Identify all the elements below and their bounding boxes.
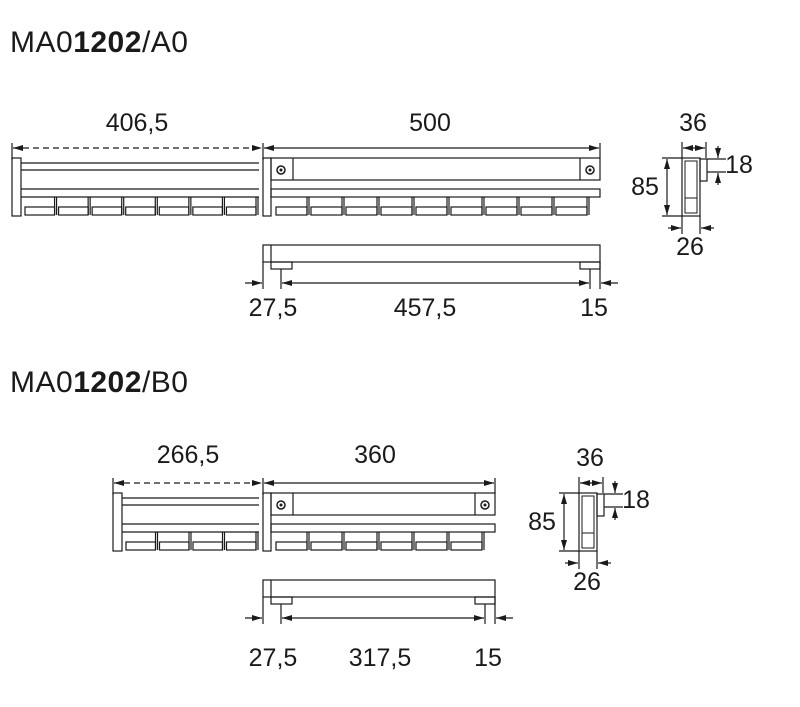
main-end-plate (262, 157, 272, 217)
dim-width: 36 (679, 109, 707, 137)
screw-center-icon (483, 503, 487, 507)
side-inner (581, 495, 595, 549)
hook (310, 541, 343, 551)
hook (485, 206, 518, 216)
main-rail (270, 188, 601, 198)
dim-depth: 26 (573, 568, 601, 596)
hook (91, 206, 123, 216)
screw-icon (276, 165, 286, 175)
hook (158, 541, 190, 551)
hook (380, 541, 413, 551)
dim-extension: 266,5 (157, 441, 220, 469)
hook (192, 541, 224, 551)
dim-width: 36 (576, 444, 604, 472)
hook (125, 206, 156, 216)
left-foot (270, 261, 293, 270)
dim-top: 18 (725, 151, 753, 179)
hook (380, 206, 413, 216)
hook (450, 206, 483, 216)
dim-right-offset: 15 (474, 644, 502, 672)
dim-depth: 26 (676, 233, 704, 261)
title-prefix: MA0 (10, 26, 74, 59)
hook (415, 541, 448, 551)
hook (310, 206, 343, 216)
hook (275, 541, 308, 551)
hook (345, 206, 378, 216)
dim-top: 18 (622, 486, 650, 514)
hook (275, 206, 308, 216)
screw-center-icon (279, 503, 283, 507)
side-hook (699, 158, 708, 182)
hook (520, 206, 553, 216)
hook (158, 206, 190, 216)
title-bold: 1202 (73, 366, 142, 399)
dim-extension: 406,5 (106, 109, 169, 137)
hook (225, 541, 257, 551)
screw-icon (480, 500, 490, 510)
drawing-variant-a0: 406,5 500 36 85 18 26 27,5 457,5 15 (11, 109, 753, 322)
left-foot (270, 596, 293, 605)
dim-length: 360 (354, 441, 396, 469)
side-profile (681, 157, 701, 217)
main-top-box (270, 492, 496, 516)
extension-end-plate (112, 492, 123, 552)
hook (57, 206, 89, 216)
bottom-bar (262, 579, 496, 598)
screw-center-icon (279, 168, 283, 172)
right-foot (474, 596, 496, 605)
dim-left-offset: 27,5 (249, 644, 298, 672)
hook (125, 541, 157, 551)
side-profile (578, 492, 598, 552)
dim-length: 500 (409, 109, 451, 137)
right-foot (579, 261, 601, 270)
extension-end-plate (11, 157, 22, 217)
dim-height: 85 (631, 173, 659, 201)
dim-left-offset: 27,5 (249, 294, 298, 322)
title-prefix: MA0 (10, 366, 74, 399)
side-inner (684, 160, 698, 214)
dim-height: 85 (528, 508, 556, 536)
main-top-box (270, 157, 601, 181)
title-suffix: /A0 (141, 26, 189, 59)
model-title-a0: MA01202/A0 (10, 26, 188, 60)
drawing-variant-b0: 266,5 360 36 85 18 26 27,5 317,5 15 (112, 441, 650, 672)
screw-center-icon (588, 168, 592, 172)
bottom-bar (262, 244, 601, 263)
title-suffix: /B0 (141, 366, 189, 399)
dim-right-offset: 15 (580, 294, 608, 322)
hook (225, 206, 257, 216)
hook (192, 206, 224, 216)
hook (345, 541, 378, 551)
screw-icon (585, 165, 595, 175)
main-end-plate (262, 492, 272, 552)
dim-span: 457,5 (394, 294, 457, 322)
hook (450, 541, 483, 551)
hook (24, 206, 56, 216)
screw-icon (276, 500, 286, 510)
dim-span: 317,5 (349, 644, 412, 672)
hook (415, 206, 448, 216)
model-title-b0: MA01202/B0 (10, 366, 188, 400)
side-hook (596, 493, 605, 517)
title-bold: 1202 (73, 26, 142, 59)
main-rail (270, 523, 496, 533)
hook (555, 206, 588, 216)
